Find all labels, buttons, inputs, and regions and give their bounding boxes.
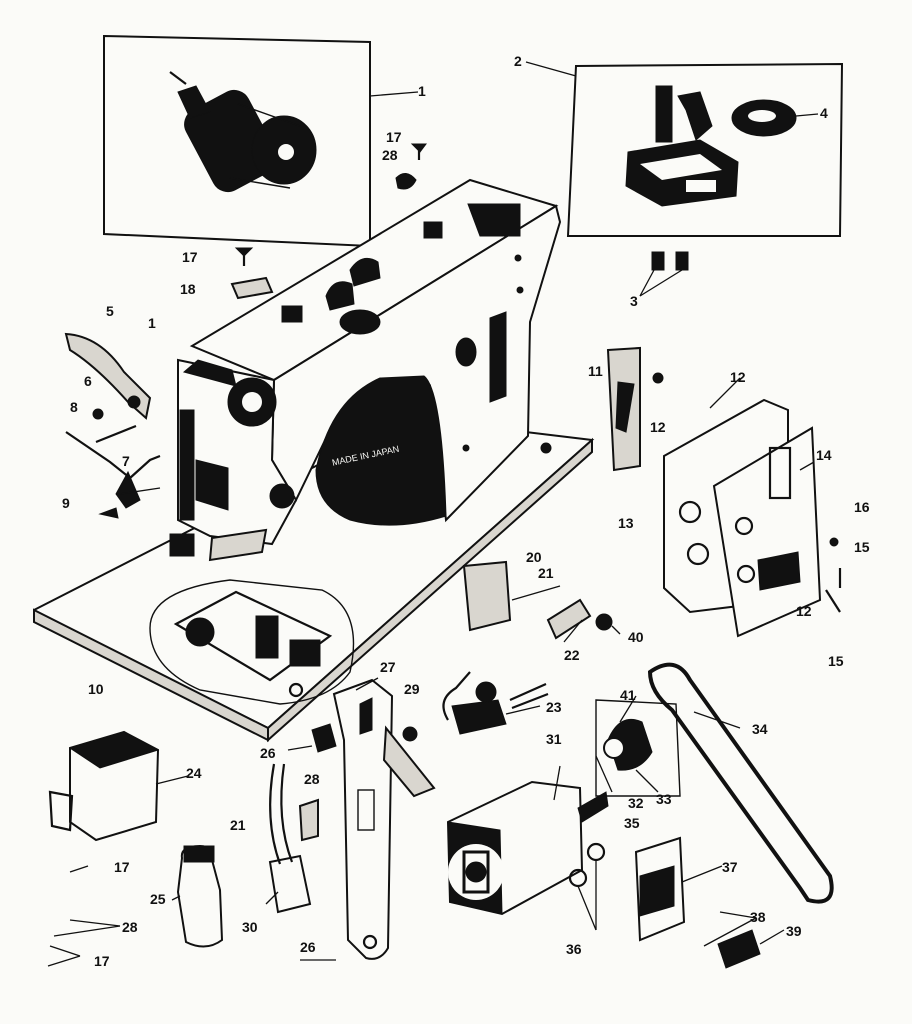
callout-numbers: 1 2 3 4 5 1 6 7 8 9 10 11 12 12 12 13 14… (62, 53, 870, 969)
motor-31 (446, 780, 609, 916)
callout-14: 14 (816, 447, 832, 463)
callout-26-low: 26 (300, 939, 316, 955)
nut-29 (402, 726, 418, 742)
callout-16: 16 (854, 499, 870, 515)
callout-7: 7 (122, 453, 130, 469)
callout-17-top: 17 (386, 129, 402, 145)
callout-24: 24 (186, 765, 202, 781)
callout-25: 25 (150, 891, 166, 907)
lamp-bulb-25 (176, 844, 224, 948)
inset-box-hook-assembly (103, 34, 371, 248)
callout-38: 38 (750, 909, 766, 925)
motor-bracket-37 (568, 836, 686, 942)
callout-28-mid: 28 (304, 771, 320, 787)
callout-31: 31 (546, 731, 562, 747)
machine-head: MADE IN JAPAN (169, 178, 562, 562)
callout-18: 18 (180, 281, 196, 297)
callout-9: 9 (62, 495, 70, 511)
callout-39: 39 (786, 923, 802, 939)
callout-30: 30 (242, 919, 258, 935)
switch-23 (442, 671, 549, 735)
callout-1: 1 (418, 83, 426, 99)
callout-28-low: 28 (122, 919, 138, 935)
callout-15-low: 15 (828, 653, 844, 669)
face-cover-parts (606, 346, 842, 638)
callout-36: 36 (566, 941, 582, 957)
screw-17-left (234, 247, 254, 266)
bracket-18 (230, 276, 274, 300)
callout-4: 4 (820, 105, 828, 121)
callout-15-top: 15 (854, 539, 870, 555)
callout-21-left: 21 (230, 817, 246, 833)
callout-12-low: 12 (796, 603, 812, 619)
lever-arm-27 (332, 678, 436, 960)
callout-21-right: 21 (538, 565, 554, 581)
light-housing-24 (48, 730, 160, 842)
clip-28-mid (311, 723, 337, 753)
callout-8: 8 (70, 399, 78, 415)
rubber-ring-part (731, 99, 797, 137)
callout-17-low: 17 (94, 953, 110, 969)
callout-1-screw: 1 (148, 315, 156, 331)
callout-34: 34 (752, 721, 768, 737)
callout-32: 32 (628, 795, 644, 811)
callout-29: 29 (404, 681, 420, 697)
callout-13: 13 (618, 515, 634, 531)
callout-12-mid: 12 (650, 419, 666, 435)
small-bracket-parts (462, 560, 613, 640)
leader-lines (47, 61, 819, 967)
callout-22: 22 (564, 647, 580, 663)
screw-17-top (410, 143, 427, 160)
callout-23: 23 (546, 699, 562, 715)
callout-10: 10 (88, 681, 104, 697)
callout-3: 3 (630, 293, 638, 309)
washer-28-top (395, 173, 417, 190)
left-linkage-parts (64, 332, 161, 519)
feed-dog-part (625, 85, 739, 207)
motor-brush-39 (717, 929, 761, 969)
callout-37: 37 (722, 859, 738, 875)
callout-40: 40 (628, 629, 644, 645)
callout-33: 33 (656, 791, 672, 807)
callout-27: 27 (380, 659, 396, 675)
callout-17-left: 17 (182, 249, 198, 265)
inset-box-feed-assembly (566, 62, 844, 237)
lamp-socket-30 (268, 763, 319, 914)
callout-28-top: 28 (382, 147, 398, 163)
hook-assembly-part (169, 71, 317, 193)
callout-12-top: 12 (730, 369, 746, 385)
screws-3 (651, 251, 689, 271)
callout-11: 11 (588, 363, 603, 379)
callout-20: 20 (526, 549, 542, 565)
callout-17-mid: 17 (114, 859, 130, 875)
callout-41: 41 (620, 687, 636, 703)
callout-6: 6 (84, 373, 92, 389)
motor-pulley-41 (595, 699, 681, 797)
callout-5: 5 (106, 303, 114, 319)
callout-35: 35 (624, 815, 640, 831)
callout-2: 2 (514, 53, 522, 69)
callout-26-top: 26 (260, 745, 276, 761)
drive-belt-34 (647, 662, 834, 904)
